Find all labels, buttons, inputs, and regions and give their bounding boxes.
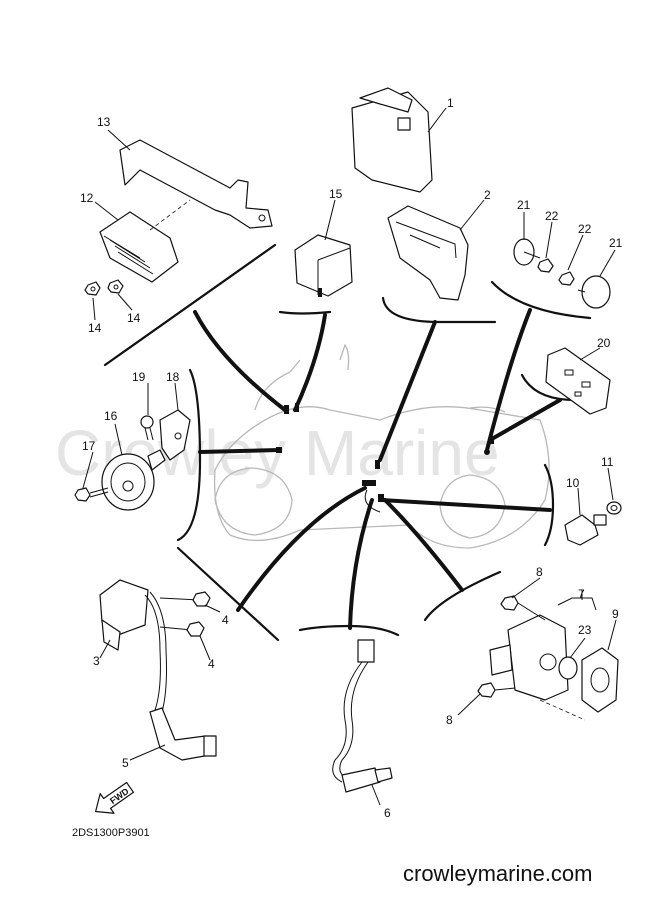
- ecu-case-part[interactable]: [387, 205, 469, 301]
- callout-6: 6: [384, 806, 391, 820]
- callout-22a: 22: [545, 209, 559, 223]
- module-part-20[interactable]: [545, 347, 611, 415]
- bolt-part-4b[interactable]: [159, 621, 205, 637]
- screw-part-8b[interactable]: [477, 682, 516, 698]
- callout-22b: 22: [578, 222, 592, 236]
- nut-part-22a[interactable]: [537, 258, 554, 273]
- bolt-part-4a[interactable]: [159, 591, 211, 607]
- horn-part[interactable]: [101, 449, 166, 511]
- callout-14a: 14: [88, 321, 102, 335]
- callout-17: 17: [82, 439, 96, 453]
- bolt-part-17[interactable]: [74, 487, 109, 502]
- isc-valve-part[interactable]: [489, 614, 586, 721]
- site-url: crowleymarine.com: [403, 861, 593, 886]
- bolt-part-19[interactable]: [140, 415, 154, 441]
- callout-16: 16: [104, 409, 118, 423]
- callout-18: 18: [166, 370, 180, 384]
- callout-5: 5: [122, 756, 129, 770]
- callout-leaders: [82, 107, 617, 806]
- plug-cap-part[interactable]: [149, 707, 217, 761]
- bracket-part[interactable]: [119, 139, 273, 229]
- callout-bracket-7: [557, 597, 597, 611]
- nut-part-14a[interactable]: [84, 281, 101, 296]
- ignition-coil-part[interactable]: [99, 579, 167, 713]
- o2-sensor-part[interactable]: [332, 639, 393, 793]
- oring-part-23[interactable]: [558, 656, 578, 680]
- grommet-part-21a[interactable]: [513, 238, 541, 266]
- callout-11: 11: [601, 455, 614, 469]
- callout-12: 12: [80, 191, 94, 205]
- ecu-part[interactable]: [351, 87, 433, 193]
- callout-2: 2: [484, 188, 491, 202]
- callout-9: 9: [612, 607, 619, 621]
- callout-20: 20: [597, 336, 611, 350]
- screw-part-8a[interactable]: [500, 595, 546, 621]
- nut-part-14b[interactable]: [107, 279, 124, 294]
- callout-23: 23: [578, 623, 592, 637]
- nut-part-22b[interactable]: [558, 271, 575, 286]
- callout-numbers: 1 2 3 4 4 5 6 7 8 8 9 10 11 12 13 14 14 …: [80, 96, 623, 820]
- temp-sensor-part[interactable]: [564, 514, 607, 546]
- callout-13: 13: [97, 115, 111, 129]
- callout-4a: 4: [222, 613, 229, 627]
- callout-7: 7: [578, 587, 585, 601]
- washer-part-11[interactable]: [606, 501, 622, 515]
- connector-markers: [276, 403, 494, 513]
- callout-19: 19: [132, 370, 146, 384]
- callout-21b: 21: [609, 236, 623, 250]
- callout-3: 3: [93, 654, 100, 668]
- callout-8a: 8: [536, 565, 543, 579]
- callout-10: 10: [566, 476, 580, 490]
- callout-4b: 4: [208, 657, 215, 671]
- callout-21a: 21: [517, 198, 531, 212]
- gasket-part-9[interactable]: [581, 647, 619, 713]
- callout-14b: 14: [127, 311, 141, 325]
- callout-8b: 8: [446, 713, 453, 727]
- callout-15: 15: [329, 187, 343, 201]
- relay-part[interactable]: [294, 234, 353, 297]
- regulator-part[interactable]: [99, 199, 191, 283]
- grommet-part-21b[interactable]: [577, 275, 611, 309]
- drawing-code: 2DS1300P3901: [72, 827, 150, 839]
- fwd-arrow-icon: FWD: [95, 781, 135, 814]
- leader-lines: [103, 243, 592, 642]
- callout-1: 1: [447, 96, 454, 110]
